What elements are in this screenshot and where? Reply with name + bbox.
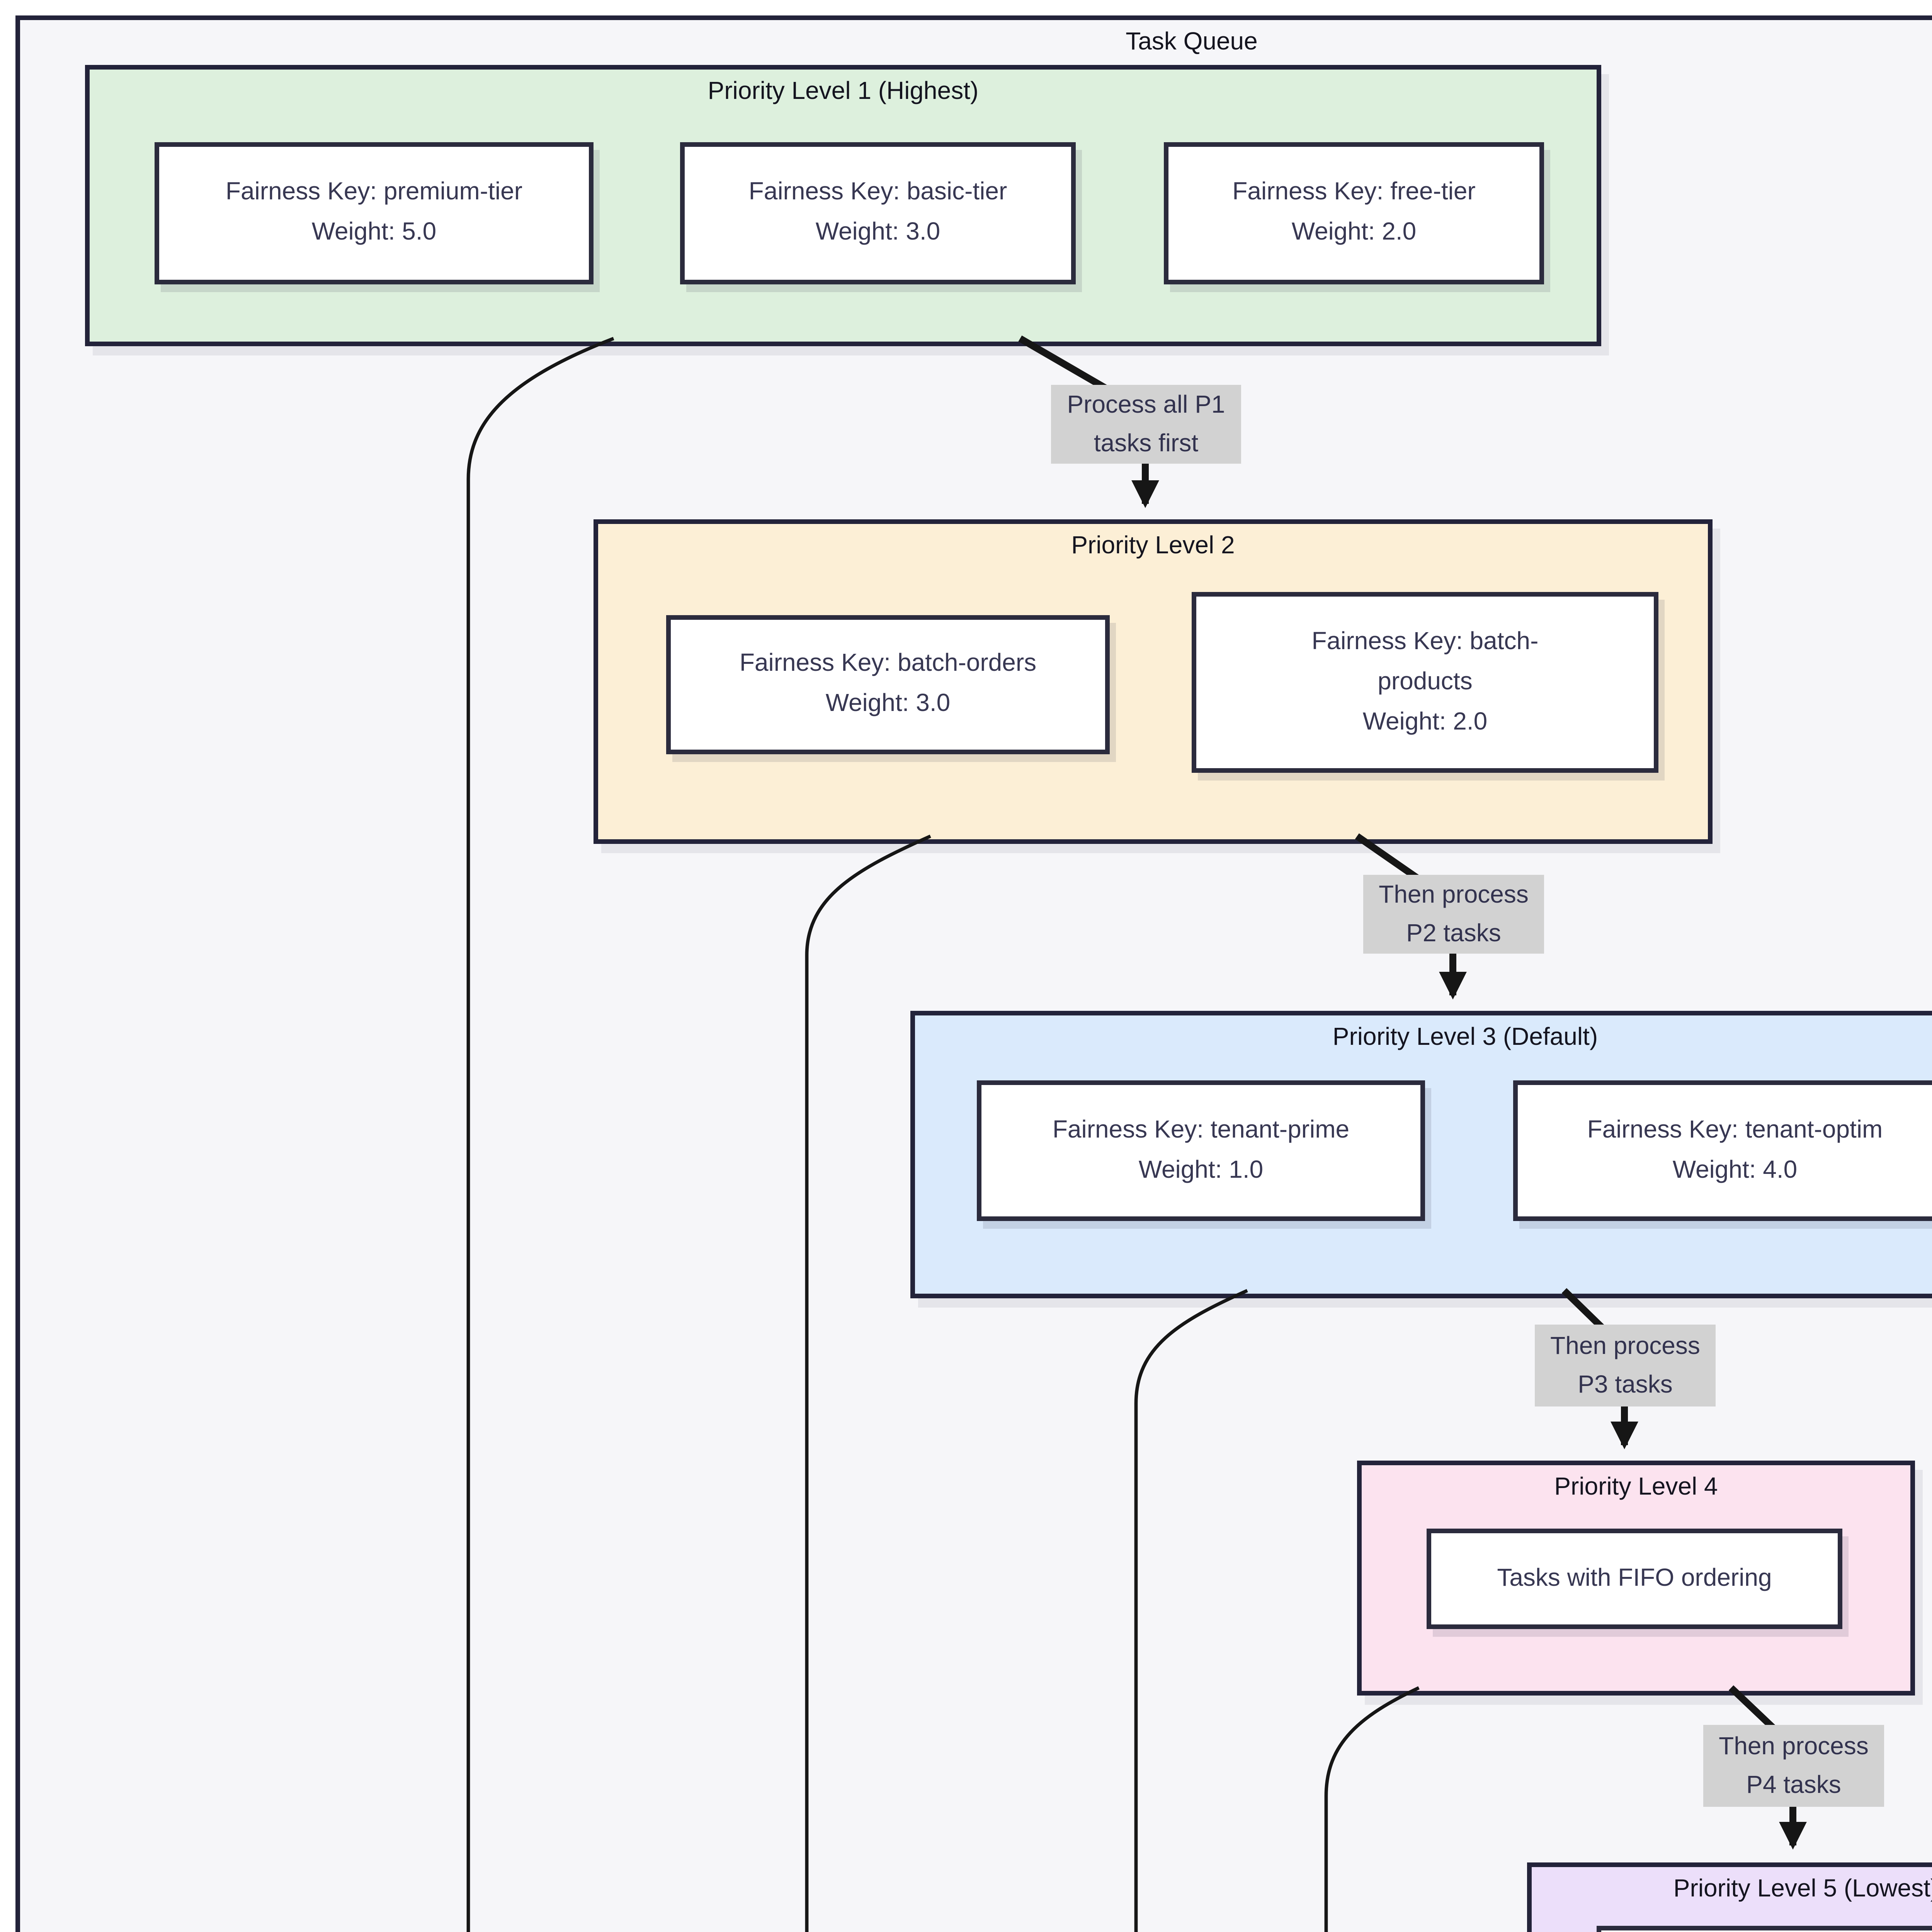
cluster-priority-5: Priority Level 5 (Lowest) Tasks with FIF… [1527,1862,1932,1932]
node-premium-tier: Fairness Key: premium-tier Weight: 5.0 [155,142,594,284]
edge-label-p3-p4-line1: Then process [1550,1333,1700,1359]
node-free-tier: Fairness Key: free-tier Weight: 2.0 [1164,142,1544,284]
edge-label-p3-p4-line2: P3 tasks [1578,1372,1673,1398]
node-tenant-prime-line2: Weight: 1.0 [1138,1157,1264,1183]
edge-label-p2-p3-line1: Then process [1379,882,1529,908]
node-basic-tier-line1: Fairness Key: basic-tier [748,179,1007,206]
diagram-title: Task Queue [1126,29,1258,56]
node-batch-products-line2: products [1378,668,1473,695]
cluster-priority-1-label: Priority Level 1 (Highest) [707,79,979,105]
edge-label-p2-p3: Then process P2 tasks [1363,875,1544,954]
edge-label-p1-p2-line2: tasks first [1094,430,1199,457]
node-batch-products-line1: Fairness Key: batch- [1311,628,1539,655]
node-batch-products-line3: Weight: 2.0 [1362,709,1488,735]
node-batch-orders-line1: Fairness Key: batch-orders [739,651,1037,677]
edge-label-p4-p5-line2: P4 tasks [1746,1772,1841,1798]
node-free-tier-line2: Weight: 2.0 [1291,219,1417,246]
edge-label-p4-p5: Then process P4 tasks [1703,1725,1884,1807]
node-basic-tier: Fairness Key: basic-tier Weight: 3.0 [680,142,1076,284]
node-fifo-p4: Tasks with FIFO ordering [1427,1529,1842,1629]
node-fifo-p4-line1: Tasks with FIFO ordering [1497,1565,1772,1591]
node-fifo-p5: Tasks with FIFO ordering [1597,1926,1932,1932]
node-premium-tier-line2: Weight: 5.0 [311,219,437,246]
node-tenant-prime-line1: Fairness Key: tenant-prime [1052,1117,1350,1143]
cluster-priority-3: Priority Level 3 (Default) Fairness Key:… [910,1011,1932,1298]
node-batch-products: Fairness Key: batch- products Weight: 2.… [1192,592,1658,773]
cluster-priority-2: Priority Level 2 Fairness Key: batch-ord… [594,519,1713,844]
node-free-tier-line1: Fairness Key: free-tier [1232,179,1476,206]
node-batch-orders: Fairness Key: batch-orders Weight: 3.0 [666,615,1110,754]
edge-label-p3-p4: Then process P3 tasks [1535,1325,1716,1406]
node-tenant-optim-line1: Fairness Key: tenant-optim [1587,1117,1883,1143]
node-tenant-optim-line2: Weight: 4.0 [1672,1157,1798,1183]
edge-label-p2-p3-line2: P2 tasks [1406,920,1501,947]
node-basic-tier-line2: Weight: 3.0 [815,219,940,246]
cluster-priority-4-label: Priority Level 4 [1554,1475,1718,1501]
cluster-priority-2-label: Priority Level 2 [1071,533,1235,560]
cluster-priority-1: Priority Level 1 (Highest) Fairness Key:… [85,65,1601,346]
node-tenant-optim: Fairness Key: tenant-optim Weight: 4.0 [1513,1080,1932,1221]
node-premium-tier-line1: Fairness Key: premium-tier [225,179,523,206]
cluster-priority-3-label: Priority Level 3 (Default) [1332,1025,1598,1051]
edge-label-p1-p2: Process all P1 tasks first [1051,385,1241,464]
node-tenant-prime: Fairness Key: tenant-prime Weight: 1.0 [977,1080,1425,1221]
cluster-priority-5-label: Priority Level 5 (Lowest) [1673,1876,1932,1903]
node-batch-orders-line2: Weight: 3.0 [825,691,951,717]
cluster-priority-4: Priority Level 4 Tasks with FIFO orderin… [1357,1461,1915,1696]
edge-label-p1-p2-line1: Process all P1 [1067,392,1225,418]
edge-label-p4-p5-line1: Then process [1719,1733,1869,1760]
